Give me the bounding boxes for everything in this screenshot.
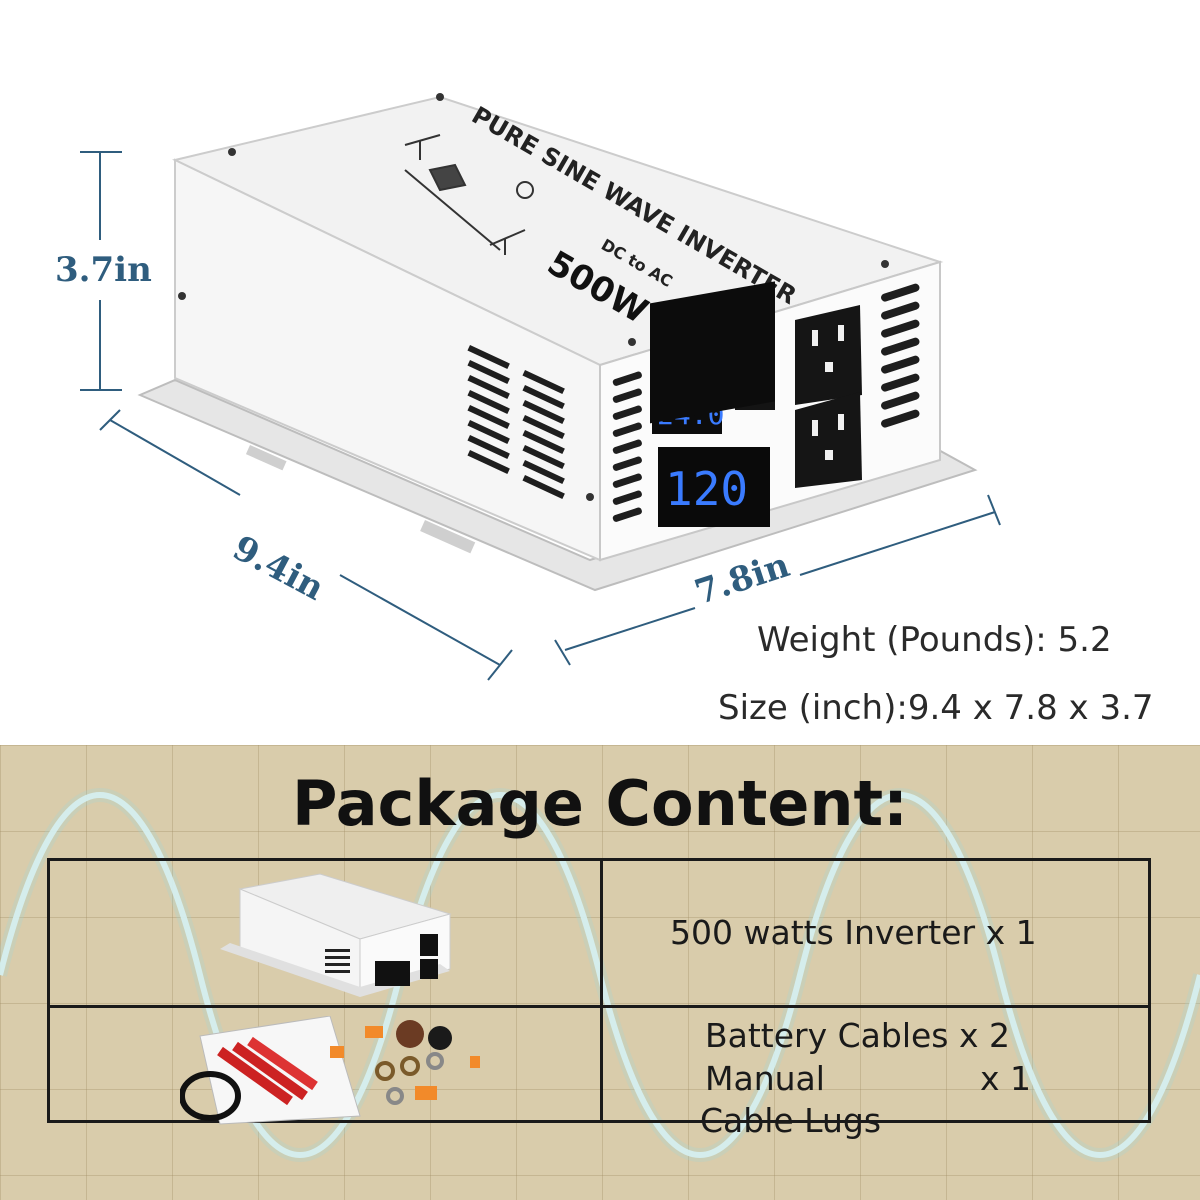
size-spec: Size (inch):9.4 x 7.8 x 3.7 xyxy=(718,688,1154,728)
package-content-title: Package Content: xyxy=(292,767,908,840)
output-voltage-value: 120 xyxy=(665,462,748,516)
inverter-illustration: PURE SINE WAVE INVERTER DC to AC 500W xyxy=(80,93,1001,681)
package-item-lugs: Cable Lugs xyxy=(700,1101,882,1140)
ac-outlets xyxy=(795,305,862,488)
front-right-vents xyxy=(881,283,920,428)
weight-spec: Weight (Pounds): 5.2 xyxy=(757,620,1112,660)
package-item-manual-qty: x 1 xyxy=(980,1059,1032,1098)
package-content-table: 500 watts Inverter x 1 Battery Cables x … xyxy=(47,858,1151,1140)
height-dimension-label: 3.7in xyxy=(55,250,152,290)
side-vents xyxy=(467,345,565,500)
accessories-thumbnail xyxy=(180,1016,480,1125)
front-left-vents xyxy=(612,371,642,522)
package-item-inverter: 500 watts Inverter x 1 xyxy=(670,913,1037,952)
package-content-panel: Package Content: 500 watts Inverter x 1 xyxy=(0,745,1200,1200)
solar-wind-artwork xyxy=(404,134,534,255)
inverter-thumbnail xyxy=(220,873,452,997)
product-dimension-panel: PURE SINE WAVE INVERTER DC to AC 500W xyxy=(55,93,1154,728)
package-item-cables: Battery Cables x 2 xyxy=(705,1016,1011,1055)
package-item-manual: Manual xyxy=(705,1059,825,1098)
output-voltage-display xyxy=(650,281,775,424)
dimension-lines xyxy=(80,151,1001,681)
